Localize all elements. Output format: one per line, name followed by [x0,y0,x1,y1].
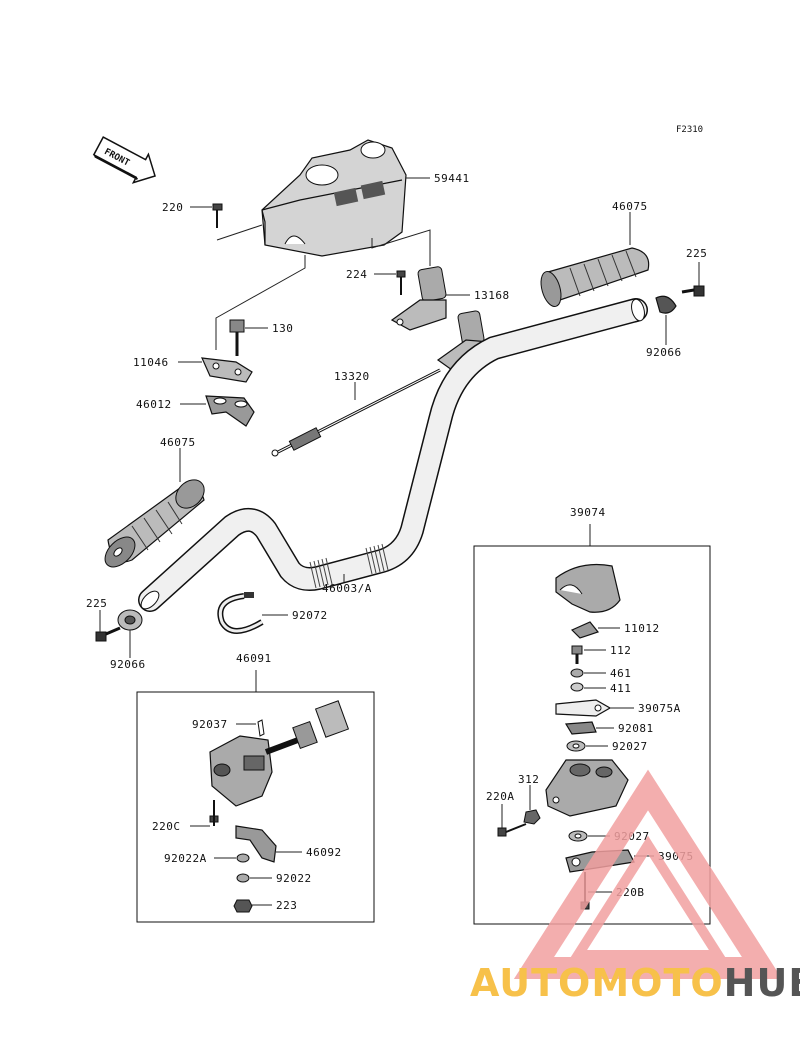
plate-39075A [555,699,612,717]
lever-13168 [390,266,447,331]
figure-code: F2310 [676,125,703,135]
bolt-225-top [681,285,705,297]
callout-220: 220 [162,201,183,214]
bolt-112 [571,645,583,664]
plate-11046 [201,357,253,383]
handlebar-cover [261,139,407,257]
front-arrow-icon: FRONT [92,136,156,184]
band-92072 [217,592,264,634]
housing-right [545,759,629,817]
callout-92066-top: 92066 [646,346,682,359]
clip-11012 [570,621,600,639]
callout-411: 411 [610,682,631,695]
callout-220A: 220A [486,790,515,803]
lever-46092 [235,825,277,863]
callout-223: 223 [276,899,297,912]
callout-46075-top: 46075 [612,200,648,213]
washer-92022 [236,873,250,883]
callout-11012: 11012 [624,622,660,635]
callout-92022: 92022 [276,872,312,885]
callout-92066-left: 92066 [110,658,146,671]
callout-11046: 11046 [133,356,169,369]
screw-220 [212,203,223,228]
throttle-cable [271,368,441,457]
washer-461 [570,668,584,678]
watermark-word-2: HUB [724,961,800,1005]
callout-46091: 46091 [236,652,272,665]
nut-223 [233,899,253,913]
bolt-130 [229,319,245,356]
callout-225-left: 225 [86,597,107,610]
end-cap-92066-left [117,609,143,631]
callout-92081: 92081 [618,722,654,735]
callout-92022A: 92022A [164,852,207,865]
watermark-text: AUTOMOTOHUB [470,961,800,1005]
callout-46075-left: 46075 [160,436,196,449]
bolt-225-left [95,626,121,642]
washer-411 [570,682,584,692]
callout-92037: 92037 [192,718,228,731]
washer-92022A [236,853,250,863]
callout-46012: 46012 [136,398,172,411]
callout-39074: 39074 [570,506,606,519]
screw-220C [209,800,219,826]
callout-92027-top: 92027 [612,740,648,753]
watermark-word-1: AUTOMOTO [470,961,724,1005]
callout-13168: 13168 [474,289,510,302]
callout-312: 312 [518,773,539,786]
handlebar-46003A [138,298,648,612]
cover-39074 [555,563,621,613]
callout-39075A: 39075A [638,702,681,715]
callout-13320: 13320 [334,370,370,383]
callout-46003A: 46003/A [322,582,372,595]
callout-225-top: 225 [686,247,707,260]
grip-right [540,247,650,307]
clamp-46012 [205,395,255,427]
callout-46092: 46092 [306,846,342,859]
watermark-logo [513,769,783,979]
callout-220C: 220C [152,820,181,833]
callout-224: 224 [346,268,367,281]
inset-box-left [136,691,375,923]
end-cap-92066-top [655,295,677,314]
callout-59441: 59441 [434,172,470,185]
callout-130: 130 [272,322,293,335]
callout-461: 461 [610,667,631,680]
callout-112: 112 [610,644,631,657]
grip-left [104,479,205,568]
callout-92072: 92072 [292,609,328,622]
spacer-92081 [564,721,597,735]
nut-312 [523,809,541,825]
washer-92027-bottom [568,830,588,842]
switch-housing-left [209,700,350,807]
washer-92027-top [566,740,586,752]
